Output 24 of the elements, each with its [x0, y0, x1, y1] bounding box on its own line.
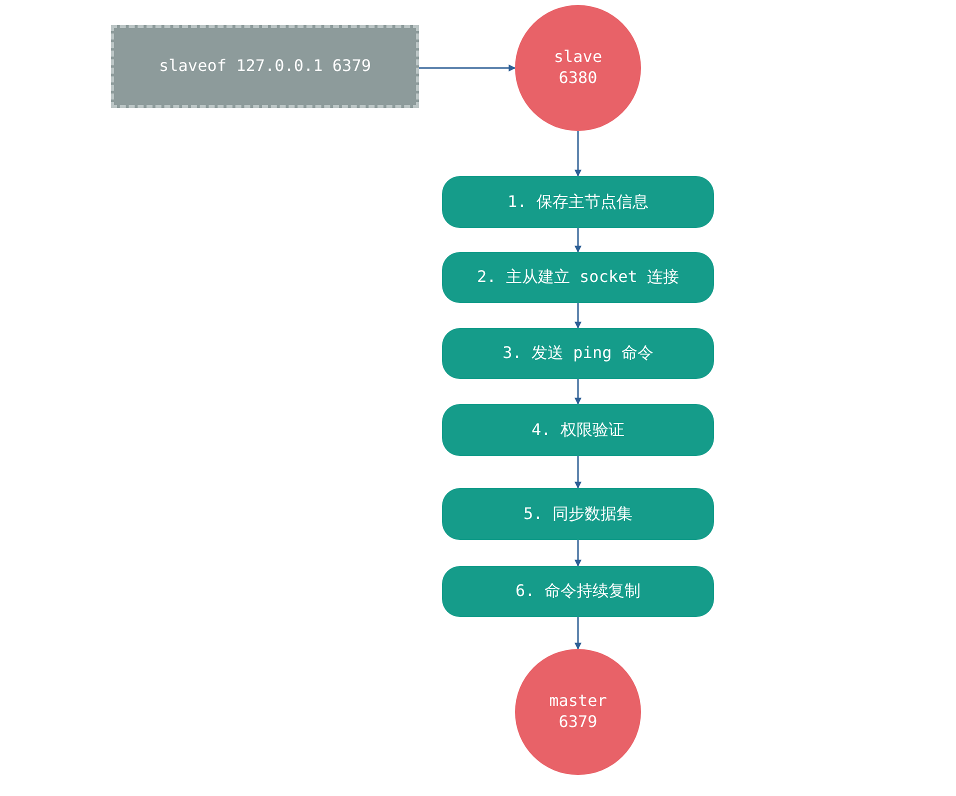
- arrow: [574, 456, 582, 489]
- step-label: 2. 主从建立 socket 连接: [476, 267, 680, 288]
- arrow: [574, 617, 582, 650]
- arrow: [574, 228, 582, 253]
- process-box: [442, 176, 714, 228]
- process-box: [442, 252, 714, 303]
- step-label: 1. 保存主节点信息: [506, 192, 650, 212]
- process-box: [442, 404, 714, 456]
- process-box: [442, 488, 714, 540]
- arrow: [574, 540, 582, 567]
- arrow: [574, 379, 582, 405]
- node-label: master 6379: [548, 691, 608, 733]
- step-label: 3. 发送 ping 命令: [502, 343, 654, 364]
- step-label: 4. 权限验证: [530, 420, 626, 440]
- arrow: [419, 64, 516, 72]
- arrow: [574, 131, 582, 177]
- arrow: [574, 303, 582, 329]
- step-label: 6. 命令持续复制: [514, 581, 642, 602]
- command-box: [111, 25, 419, 108]
- process-box: [442, 566, 714, 617]
- node-label: slave 6380: [552, 47, 604, 89]
- step-label: 5. 同步数据集: [522, 504, 634, 524]
- command-text: slaveof 127.0.0.1 6379: [158, 56, 372, 77]
- process-box: [442, 328, 714, 379]
